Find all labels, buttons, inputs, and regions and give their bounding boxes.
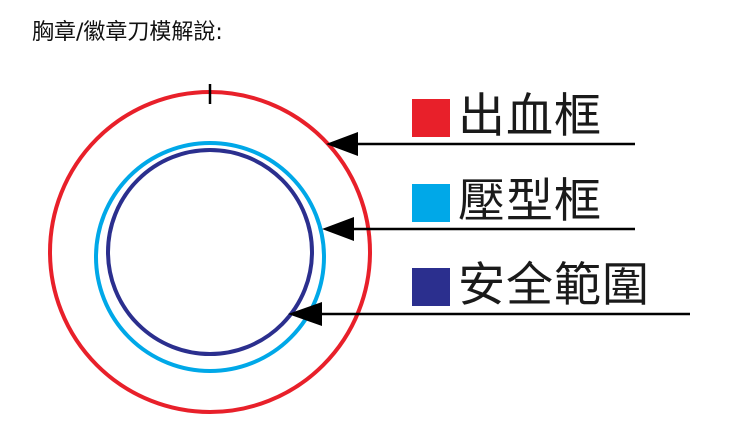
page-title: 胸章/徽章刀模解說: <box>32 20 223 45</box>
safe-area-circle <box>106 148 314 356</box>
legend-label-die-cut: 壓型框 <box>458 174 602 229</box>
arrow-left-icon <box>322 217 354 241</box>
arrow-left-icon <box>288 302 322 326</box>
legend-label-bleed: 出血框 <box>458 89 602 144</box>
arrow-left-icon <box>326 132 358 156</box>
legend-swatch-bleed <box>412 99 450 137</box>
die-cut-circle <box>94 141 326 373</box>
legend-swatch-safe-area <box>412 268 450 306</box>
legend-label-safe-area: 安全範圍 <box>458 258 650 313</box>
legend-swatch-die-cut <box>412 184 450 222</box>
